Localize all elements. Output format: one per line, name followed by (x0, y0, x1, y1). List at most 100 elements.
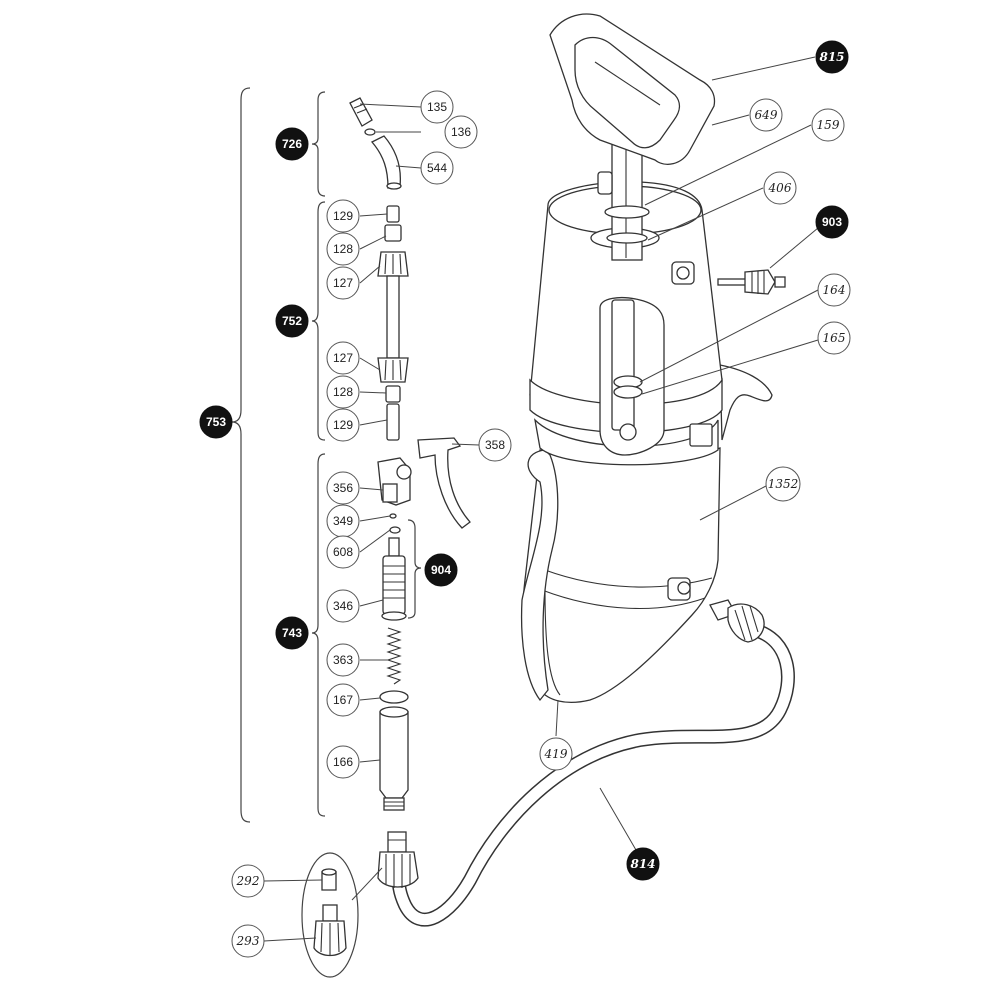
callout-544: 544 (420, 151, 454, 185)
svg-text:753: 753 (206, 415, 226, 429)
svg-text:128: 128 (333, 385, 353, 399)
brace-743 (311, 453, 326, 817)
callout-164: 164 (817, 273, 851, 307)
svg-text:904: 904 (431, 563, 451, 577)
svg-text:135: 135 (427, 100, 447, 114)
trigger-lever-358 (417, 437, 471, 529)
collar-clip (689, 423, 713, 447)
seal-ring-165 (613, 385, 643, 399)
callout-129-top: 129 (326, 199, 360, 233)
tank-collar-lower (533, 418, 719, 466)
callout-127-bottom: 127 (326, 341, 360, 375)
svg-text:127: 127 (333, 276, 353, 290)
svg-text:649: 649 (755, 108, 778, 122)
o-ring-167 (379, 690, 409, 704)
valve-stem (717, 278, 749, 286)
lance-bottom-nipple (386, 403, 400, 441)
svg-text:166: 166 (333, 755, 353, 769)
handle-thread (383, 797, 405, 811)
brace-752 (311, 201, 326, 441)
o-ring-608 (389, 526, 401, 534)
svg-text:159: 159 (817, 118, 840, 132)
pump-foot-valve (619, 423, 637, 441)
callout-166: 166 (326, 745, 360, 779)
svg-text:356: 356 (333, 481, 353, 495)
svg-text:903: 903 (822, 215, 842, 229)
callout-346: 346 (326, 589, 360, 623)
tank-side-wing-right (719, 364, 773, 441)
svg-text:544: 544 (427, 161, 447, 175)
callout-649: 649 (749, 98, 783, 132)
callout-814: 814 (626, 847, 660, 881)
svg-text:726: 726 (282, 137, 302, 151)
callout-363: 363 (326, 643, 360, 677)
handle-tube-166 (379, 711, 409, 799)
o-ring-349 (389, 513, 397, 519)
callout-752: 752 (275, 304, 309, 338)
pump-handle-inner (594, 61, 661, 106)
callout-293: 293 (231, 924, 265, 958)
sprayer-assembly (377, 13, 795, 927)
nozzle-assembly-726 (349, 97, 402, 190)
svg-text:129: 129 (333, 418, 353, 432)
svg-text:136: 136 (451, 125, 471, 139)
brace-726 (311, 91, 326, 197)
callout-159: 159 (811, 108, 845, 142)
valve-cartridge-346 (382, 555, 406, 615)
svg-text:358: 358 (485, 438, 505, 452)
svg-text:752: 752 (282, 314, 302, 328)
tank-lower-band-2 (541, 589, 706, 610)
adapter-outline (301, 852, 359, 978)
callout-904: 904 (424, 553, 458, 587)
svg-text:419: 419 (544, 747, 568, 761)
lance-tube-752 (377, 205, 409, 441)
svg-text:814: 814 (630, 857, 655, 871)
o-ring-159 (604, 205, 650, 219)
svg-text:349: 349 (333, 514, 353, 528)
tank-valve-port-nut (676, 266, 690, 280)
valve-stem-346 (388, 537, 400, 557)
callout-165: 165 (817, 321, 851, 355)
pump-shaft-clip (597, 171, 613, 195)
svg-text:1352: 1352 (768, 477, 799, 491)
valve-cap (744, 269, 776, 295)
tank-side-wing-left (520, 449, 559, 702)
adapter-group (301, 852, 383, 978)
callout-358: 358 (478, 428, 512, 462)
o-ring-406 (606, 232, 648, 244)
callout-753: 753 (199, 405, 233, 439)
svg-text:164: 164 (823, 283, 846, 297)
svg-text:363: 363 (333, 653, 353, 667)
tank-outlet-nut (677, 581, 691, 595)
pressure-valve-903 (717, 269, 786, 295)
callout-135: 135 (420, 90, 454, 124)
callout-419: 419 (539, 737, 573, 771)
svg-text:128: 128 (333, 242, 353, 256)
adapter-293-nipple (322, 904, 338, 922)
svg-text:127: 127 (333, 351, 353, 365)
callout-608: 608 (326, 535, 360, 569)
svg-text:293: 293 (236, 934, 260, 948)
nozzle-tip-135 (349, 97, 373, 127)
hose-connector-tank (709, 599, 765, 643)
callout-128-top: 128 (326, 232, 360, 266)
callout-406: 406 (763, 171, 797, 205)
svg-text:129: 129 (333, 209, 353, 223)
valve-tip (774, 276, 786, 288)
svg-text:346: 346 (333, 599, 353, 613)
lance-bottom-coupler (385, 385, 401, 403)
callout-356: 356 (326, 471, 360, 505)
callout-815: 815 (815, 40, 849, 74)
lance-top-nipple (386, 205, 400, 223)
connector-nipple (387, 831, 407, 853)
svg-text:743: 743 (282, 626, 302, 640)
nozzle-elbow-544 (370, 135, 402, 189)
svg-text:165: 165 (823, 331, 846, 345)
callout-1352: 1352 (765, 466, 801, 502)
pump-piston-rod (611, 299, 635, 431)
callout-292: 292 (231, 864, 265, 898)
nozzle-washer-136 (364, 128, 376, 136)
brace-753 (231, 87, 251, 823)
